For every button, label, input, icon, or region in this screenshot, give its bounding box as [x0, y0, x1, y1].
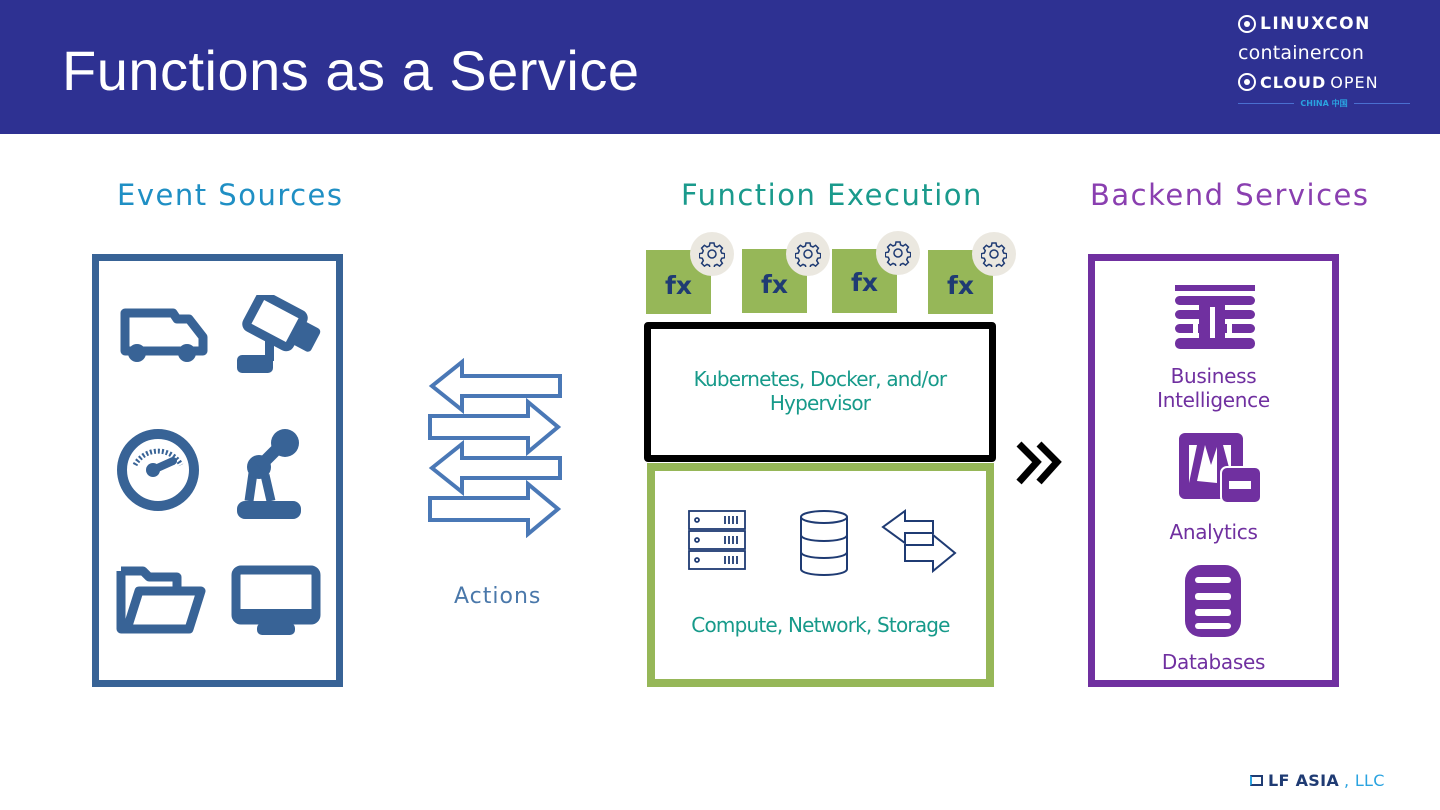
infrastructure-box: Compute, Network, Storage	[647, 463, 994, 687]
analytics-icon	[1179, 433, 1262, 504]
robot-arm-icon	[237, 429, 301, 519]
divider	[1353, 103, 1410, 104]
slide-title: Functions as a Service	[62, 39, 640, 102]
function-label: fx	[946, 271, 974, 300]
linux-logo-icon	[1238, 15, 1256, 33]
database-icon	[800, 510, 848, 577]
logo-china: CHINA 中国	[1300, 99, 1348, 108]
runtime-label-line2: Hypervisor	[769, 391, 871, 415]
business-intelligence-label-line2: Intelligence	[1157, 388, 1270, 412]
divider	[1238, 103, 1295, 104]
gear-icon	[876, 231, 920, 275]
footer-suffix: , LLC	[1344, 771, 1385, 790]
server-rack-icon	[688, 510, 746, 570]
backend-services-box: Business Intelligence Analytics Database…	[1088, 254, 1339, 687]
gear-icon	[786, 232, 830, 276]
cloudopen-logo-icon	[1238, 73, 1256, 91]
arrow-left-icon	[428, 439, 562, 497]
arrow-left-icon	[428, 358, 562, 415]
speedometer-icon	[117, 429, 199, 511]
function-label: fx	[850, 268, 878, 297]
lf-logo-icon	[1250, 775, 1263, 786]
databases-label: Databases	[1161, 650, 1266, 674]
slide-header: Functions as a Service LINUXCON containe…	[0, 0, 1440, 134]
runtime-box: Kubernetes, Docker, and/or Hypervisor	[644, 322, 996, 462]
analytics-label: Analytics	[1169, 520, 1258, 544]
business-intelligence-label-line1: Business	[1170, 364, 1257, 388]
infrastructure-label: Compute, Network, Storage	[691, 613, 950, 637]
database-icon	[1185, 565, 1241, 637]
function-execution-heading: Function Execution	[681, 178, 983, 212]
logo-cloud: CLOUD	[1260, 72, 1327, 92]
arrow-right-icon	[428, 397, 562, 457]
gear-icon	[690, 232, 734, 276]
business-intelligence-icon	[1175, 285, 1255, 349]
gear-icon	[972, 232, 1016, 276]
event-sources-heading: Event Sources	[117, 178, 344, 212]
double-chevron-right-icon	[1016, 441, 1062, 485]
monitor-icon	[231, 565, 321, 635]
footer-company: LF ASIA	[1268, 771, 1340, 790]
folder-icon	[116, 566, 206, 634]
function-label: fx	[664, 271, 692, 300]
truck-icon	[120, 308, 208, 362]
security-camera-icon	[237, 295, 321, 373]
backend-services-heading: Backend Services	[1090, 178, 1370, 212]
logo-linuxcon: LINUXCON	[1260, 14, 1371, 34]
network-arrows-icon	[881, 509, 957, 574]
actions-label: Actions	[454, 584, 542, 609]
function-tile: fx	[832, 249, 897, 313]
function-tile: fx	[646, 250, 711, 314]
logo-open: OPEN	[1330, 72, 1379, 92]
footer-logo: LF ASIA, LLC	[1250, 771, 1385, 790]
event-sources-box	[92, 254, 343, 687]
arrow-right-icon	[428, 479, 562, 538]
actions-arrows	[428, 358, 562, 538]
function-label: fx	[760, 270, 788, 299]
logo-containercon: containercon	[1238, 42, 1365, 64]
runtime-label-line1: Kubernetes, Docker, and/or	[693, 367, 948, 391]
